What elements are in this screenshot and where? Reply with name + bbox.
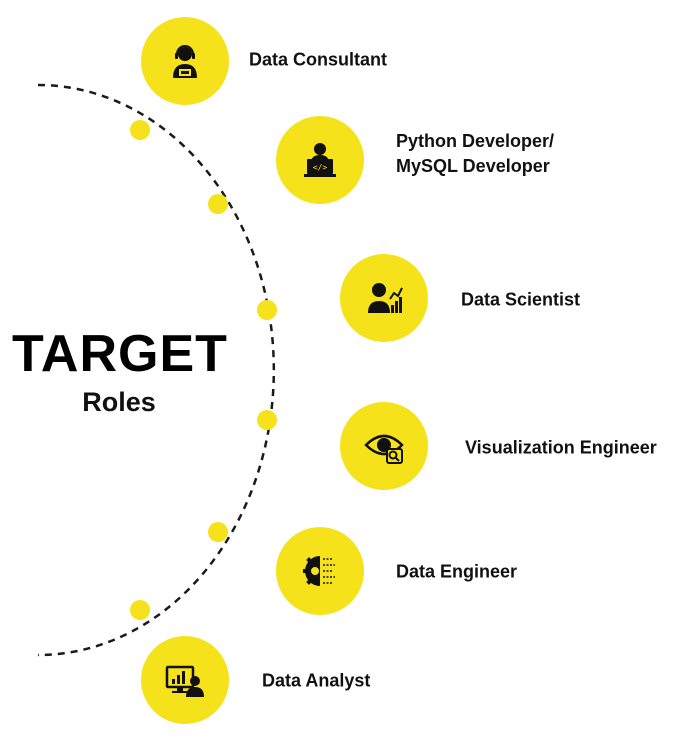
scientist-chart-icon	[368, 283, 403, 313]
role-label-data-scientist: Data Scientist	[461, 289, 581, 310]
arc-dot	[130, 120, 150, 140]
svg-text:</>: </>	[313, 163, 328, 172]
role-circle-data-scientist	[340, 254, 428, 342]
role-label-visualization-engineer: Visualization Engineer	[465, 437, 657, 458]
arc-dot	[130, 600, 150, 620]
headset-agent-icon	[173, 45, 197, 78]
role-circle-python-developer: </>	[276, 116, 364, 204]
subtitle: Roles	[82, 387, 156, 417]
role-label-data-analyst: Data Analyst	[262, 670, 371, 691]
role-label-python-developer: Python Developer/ MySQL Developer	[396, 131, 555, 176]
dashed-arc	[37, 83, 276, 657]
eye-search-icon	[364, 434, 404, 464]
title: TARGET	[12, 325, 228, 383]
role-circle-data-analyst	[141, 636, 229, 724]
role-label-data-consultant: Data Consultant	[249, 49, 388, 70]
arc-dot	[208, 194, 228, 214]
developer-laptop-icon: </>	[304, 143, 336, 177]
arc-dot	[257, 300, 277, 320]
role-circle-data-engineer	[276, 527, 364, 615]
arc-dot	[257, 410, 277, 430]
gear-circuit-icon	[303, 556, 335, 586]
role-circle-data-consultant	[141, 17, 229, 105]
role-label-data-engineer: Data Engineer	[396, 561, 518, 582]
analyst-screen-icon	[165, 665, 204, 697]
role-circle-visualization-engineer	[340, 402, 428, 490]
arc-dot	[208, 522, 228, 542]
